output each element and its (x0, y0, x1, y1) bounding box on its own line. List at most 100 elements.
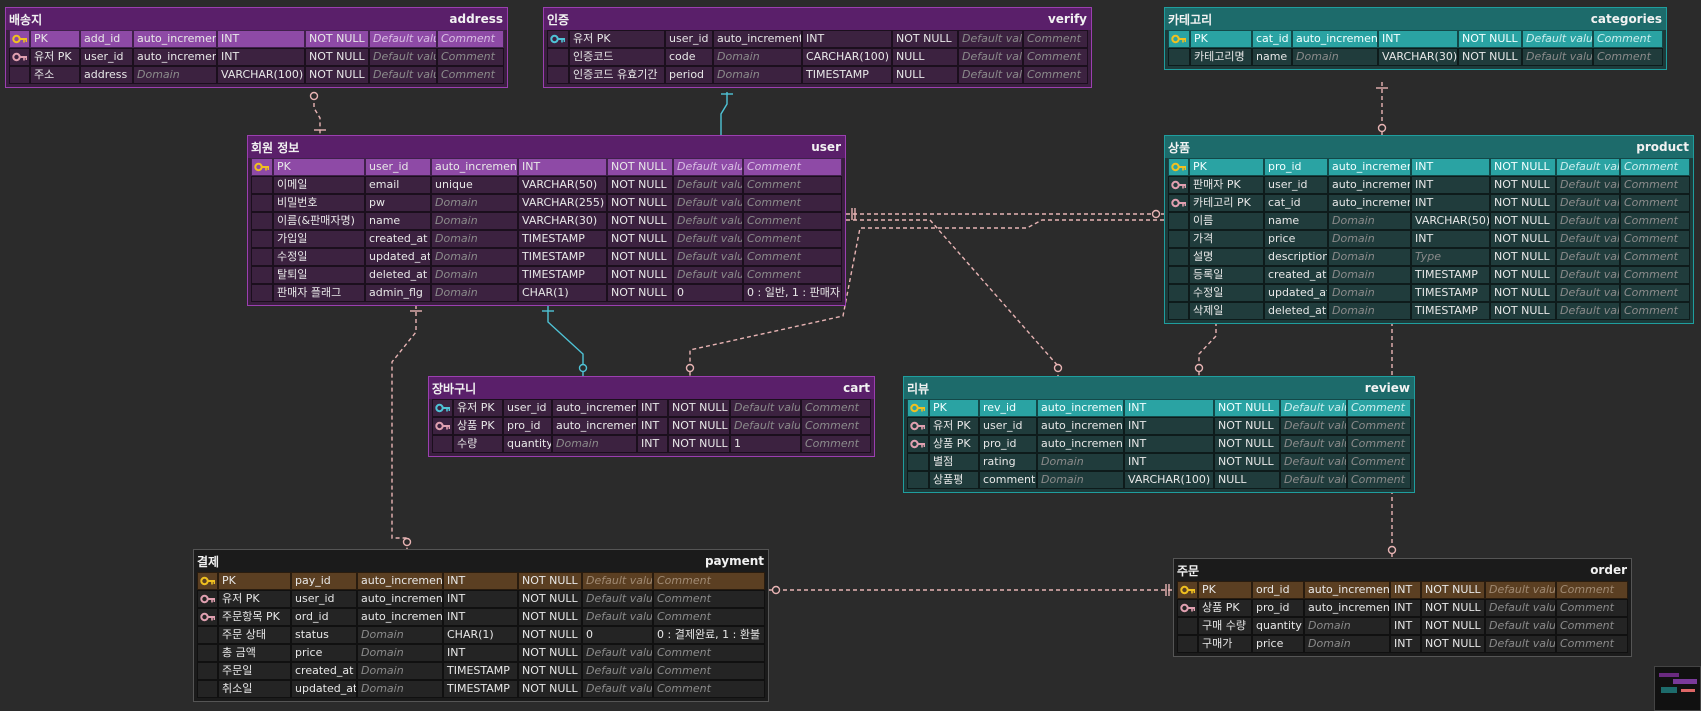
column-default: Default value (1522, 30, 1593, 48)
column-icon-slot (197, 626, 218, 644)
column-default: Default value (1485, 635, 1556, 653)
cardinality-many-marker (1377, 123, 1387, 133)
relationship-line[interactable] (391, 305, 417, 549)
column-default: Default value (369, 48, 437, 66)
relationship-line[interactable] (720, 92, 728, 135)
minimap[interactable] (1654, 666, 1701, 711)
column-type: TIMESTAMP (518, 248, 607, 266)
relationship-line[interactable] (846, 219, 1059, 376)
column-nullability: NOT NULL (607, 176, 673, 194)
column-logical: 인증코드 (569, 48, 665, 66)
relationship-line[interactable] (1198, 315, 1217, 376)
column-nullability: NOT NULL (668, 435, 730, 453)
column-physical: code (665, 48, 713, 66)
column-logical: 카테고리명 (1190, 48, 1252, 66)
entity-physical-name: address (449, 12, 503, 26)
column-default: Default value (582, 608, 653, 626)
entity-physical-name: order (1590, 563, 1627, 577)
column-logical: 수량 (453, 435, 503, 453)
relationship-line[interactable] (313, 96, 321, 135)
column-domain: auto_increment (357, 590, 443, 608)
primary-key-icon (1168, 158, 1189, 176)
foreign-key-icon (432, 417, 453, 435)
column-type: INT (443, 590, 518, 608)
column-logical: 주문 상태 (218, 626, 291, 644)
column-domain: auto_increment (1037, 435, 1124, 453)
column-domain: auto_increment (1304, 599, 1390, 617)
column-domain: Domain (1037, 453, 1124, 471)
column-domain: Domain (1328, 212, 1411, 230)
column-domain: auto_increment (1304, 581, 1390, 599)
column-nullability: NOT NULL (1490, 266, 1556, 284)
column-type: INT (1411, 230, 1490, 248)
column-physical: user_id (1264, 176, 1328, 194)
cardinality-one-marker (1165, 584, 1170, 596)
relationship-line[interactable] (547, 305, 584, 376)
